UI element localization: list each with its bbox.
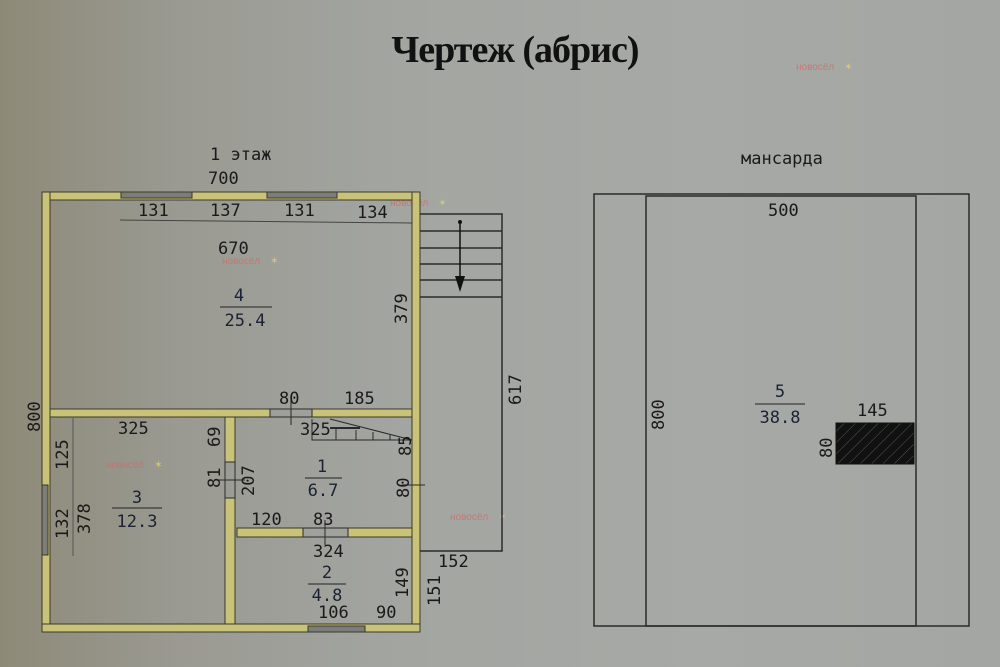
dim-overall-height: 800 — [25, 401, 45, 432]
room-2-area: 4.8 — [312, 586, 343, 606]
dim-wall-69: 69 — [205, 427, 225, 447]
dim-185: 185 — [344, 389, 375, 409]
room-3-area: 12.3 — [117, 512, 158, 532]
window-top-2 — [266, 191, 338, 199]
dim-room2-width: 324 — [313, 542, 344, 562]
dim-attic-width: 500 — [768, 201, 799, 221]
watermark-logo: новосёл✶ — [796, 62, 853, 73]
dim-right-80: 80 — [394, 478, 414, 498]
dim-left-378: 378 — [75, 503, 95, 534]
dim-door-83: 83 — [313, 510, 333, 530]
dim-porch-bottom: 151 — [425, 575, 445, 606]
dim-chimney-width: 145 — [857, 401, 888, 421]
dim-left-132: 132 — [53, 508, 73, 539]
dim-inner-width: 670 — [218, 239, 249, 259]
room-3-number: 3 — [132, 488, 142, 508]
dim-door-80: 80 — [279, 389, 299, 409]
dim-left-125: 125 — [53, 439, 73, 470]
room-4-number: 4 — [234, 286, 244, 306]
dim-wall-207: 207 — [239, 465, 259, 496]
dim-window-1: 131 — [138, 201, 169, 221]
drawing-title: Чертеж (абрис) — [391, 29, 639, 71]
door-openings — [215, 400, 425, 545]
dim-overall-width: 700 — [208, 169, 239, 189]
dim-stair-85: 85 — [396, 436, 416, 456]
interior-stair — [311, 418, 413, 441]
chimney-hatched-block — [835, 422, 915, 465]
dim-stair-325: 325 — [300, 420, 331, 440]
dim-room2-right: 149 — [393, 567, 413, 598]
dim-door-81: 81 — [205, 468, 225, 488]
attic-plan: мансарда 500 800 5 38.8 145 80 — [593, 149, 970, 627]
dim-chimney-height: 80 — [817, 438, 837, 458]
interior-walls — [49, 408, 413, 625]
floor1-label: 1 этаж — [210, 145, 271, 165]
dim-line-top — [119, 219, 413, 224]
watermark-logo: новосёл✶ — [222, 256, 279, 267]
room-1-area: 6.7 — [308, 481, 339, 501]
dim-window-106: 106 — [318, 603, 349, 623]
dim-partition-120: 120 — [251, 510, 282, 530]
room-1-number: 1 — [317, 457, 327, 477]
dim-wall-1: 137 — [210, 201, 241, 221]
window-top-1 — [120, 191, 193, 199]
window-bottom — [307, 625, 366, 633]
room-5-area: 38.8 — [760, 408, 801, 428]
dim-bottom-90: 90 — [376, 603, 396, 623]
dim-porch-width: 152 — [438, 552, 469, 572]
room-5-number: 5 — [775, 382, 785, 402]
dim-room3-width: 325 — [118, 419, 149, 439]
window-left — [41, 484, 49, 556]
dim-window-2: 131 — [284, 201, 315, 221]
stair-direction-arrow-icon — [455, 220, 465, 292]
dim-porch-length: 617 — [506, 374, 526, 405]
attic-inner-outline — [645, 195, 917, 627]
watermark-logo: новосёл✶ — [390, 198, 447, 209]
watermark-logo: новосёл✶ — [106, 460, 163, 471]
room-2-number: 2 — [322, 563, 332, 583]
attic-label: мансарда — [741, 149, 823, 169]
dim-room4-right: 379 — [392, 293, 412, 324]
dim-wall-2: 134 — [357, 203, 388, 223]
floor1-plan: 1 этаж 700 — [25, 145, 526, 633]
porch-outline — [420, 213, 503, 552]
dim-attic-height: 800 — [649, 399, 669, 430]
room-4-area: 25.4 — [225, 311, 266, 331]
